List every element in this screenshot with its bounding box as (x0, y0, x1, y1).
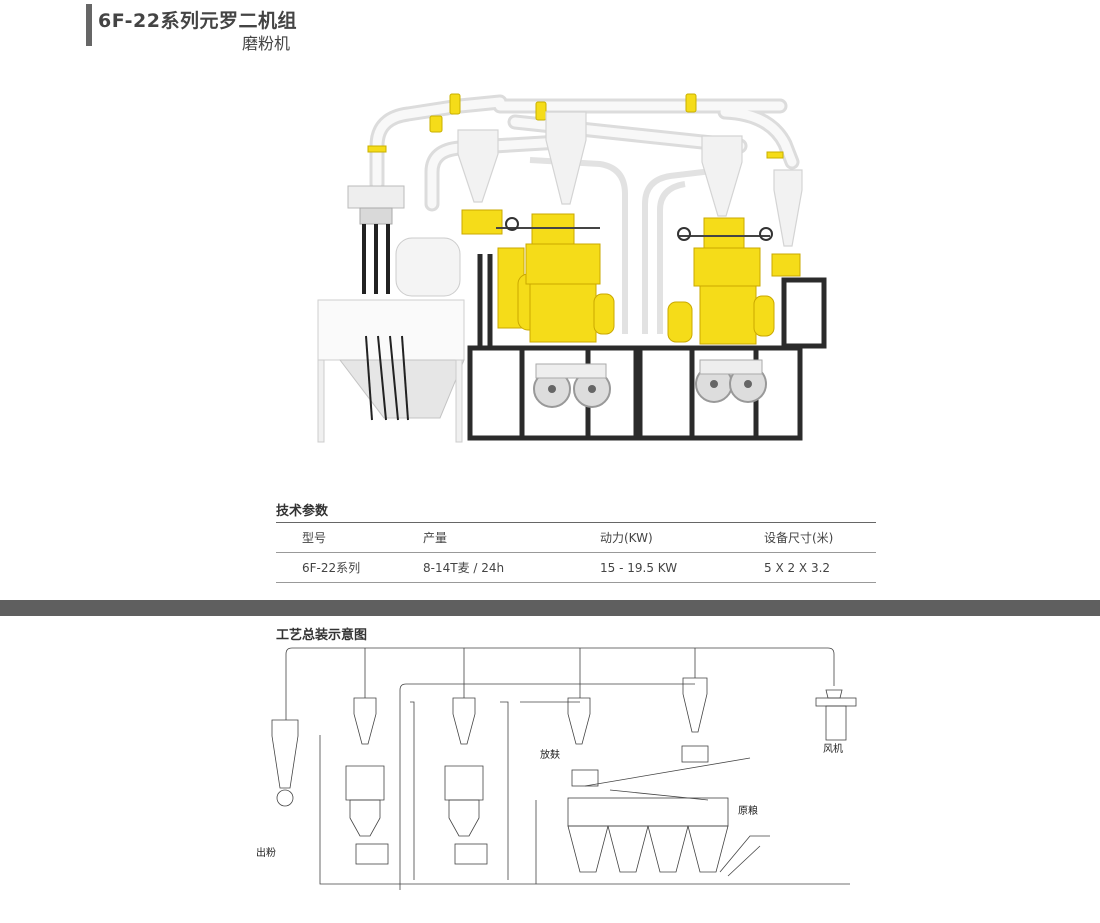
col-header-size: 设备尺寸(米) (764, 522, 876, 553)
section-divider (0, 600, 1100, 616)
process-heading: 工艺总装示意图 (276, 628, 368, 643)
label-raw-grain: 原粮 (738, 804, 758, 817)
col-header-power: 动力(KW) (600, 522, 764, 553)
header-accent-bar (86, 4, 92, 46)
process-mills (345, 765, 488, 865)
label-fan: 风机 (823, 742, 843, 755)
col-header-output: 产量 (423, 522, 600, 553)
cell-model: 6F-22系列 (276, 552, 423, 583)
cell-size: 5 X 2 X 3.2 (764, 552, 876, 583)
process-hoppers (567, 745, 770, 877)
machine-illustration (317, 93, 827, 443)
return-pipes (529, 157, 721, 334)
specs-table: 型号 产量 动力(KW) 设备尺寸(米) 6F-22系列 8-14T麦 / 24… (276, 522, 876, 583)
table-row: 6F-22系列 8-14T麦 / 24h 15 - 19.5 KW 5 X 2 … (276, 552, 876, 583)
page-subtitle: 磨粉机 (242, 34, 291, 53)
table-header-row: 型号 产量 动力(KW) 设备尺寸(米) (276, 522, 876, 553)
fan-unit (815, 689, 857, 741)
cell-power: 15 - 19.5 KW (600, 552, 764, 583)
pipe-couplings (367, 93, 784, 159)
cell-output: 8-14T麦 / 24h (423, 552, 600, 583)
label-flour-out: 出粉 (256, 846, 276, 859)
process-lines (285, 647, 850, 890)
label-bran: 放麸 (540, 748, 560, 761)
roller-mill-right (667, 217, 801, 403)
bran-hopper (317, 185, 465, 443)
page-title: 6F-22系列元罗二机组 (98, 10, 297, 32)
process-cyclones (271, 677, 708, 807)
cyclone-separators (457, 111, 803, 247)
roller-mill-left (461, 209, 615, 408)
process-diagram: 风机 放麸 原粮 出粉 (256, 647, 857, 890)
col-header-model: 型号 (276, 522, 423, 553)
specs-heading: 技术参数 (276, 504, 329, 519)
